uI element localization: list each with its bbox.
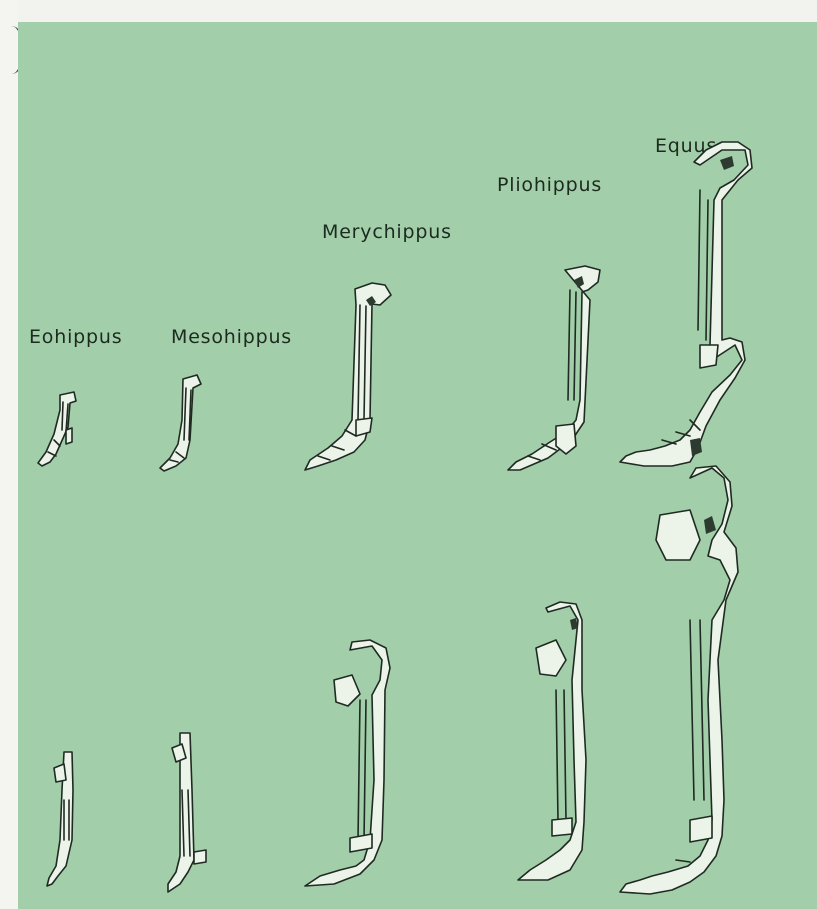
hindlimb-pliohippus: [518, 602, 586, 880]
forelimb-merychippus: [305, 283, 391, 470]
hindlimb-equus: [620, 466, 738, 894]
forelimb-mesohippus: [160, 375, 201, 471]
forelimb-equus: [620, 142, 752, 466]
forelimb-eohippus: [38, 392, 76, 466]
hindlimb-mesohippus: [168, 733, 206, 892]
forelimb-pliohippus: [508, 266, 600, 470]
hindlimb-eohippus: [47, 752, 73, 886]
hindlimb-merychippus: [305, 640, 390, 886]
